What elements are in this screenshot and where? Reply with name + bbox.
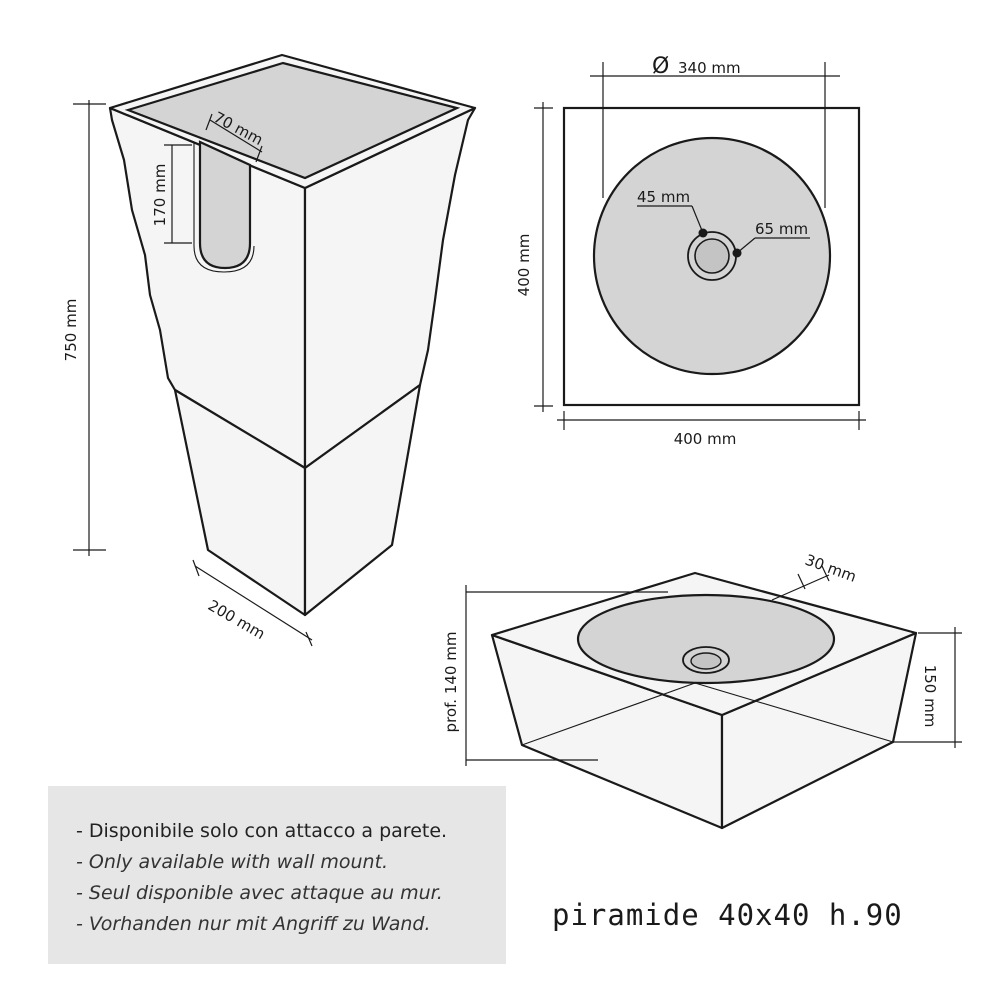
pedestal-view: 750 mm 170 mm 70 mm 200 mm [62,53,477,647]
dim-drain-large: 65 mm [755,220,808,238]
dim-basin-height: 150 mm [921,665,939,728]
diameter-symbol: Ø [652,54,669,79]
dim-depth: prof. 140 mm [442,632,460,733]
pedestal-lower-right [303,383,422,617]
note-italian: - Disponibile solo con attacco a parete. [76,820,448,842]
dim-top-width: 400 mm [674,430,737,448]
model-name: piramide 40x40 h.90 [552,898,903,932]
dim-bowl-diameter: 340 mm [678,59,741,77]
basin-view: 30 mm prof. 140 mm 150 mm [442,551,962,830]
notes-box: - Disponibile solo con attacco a parete.… [48,786,506,964]
dim-base-side: 200 mm [205,596,268,643]
dim-drain-small: 45 mm [637,188,690,206]
dim-height-total: 750 mm [62,299,80,362]
basin-bowl [576,593,836,685]
note-english: - Only available with wall mount. [76,851,389,873]
pedestal-top-basin [124,61,461,180]
dim-rim: 30 mm [803,551,859,586]
pedestal-wall-slot [198,140,252,270]
note-german: - Vorhanden nur mit Angriff zu Wand. [76,913,431,935]
drain-inner [694,238,730,274]
dim-slot-depth: 170 mm [151,164,169,227]
top-view: Ø 340 mm 45 mm 65 mm 400 mm 400 mm [515,54,866,448]
dim-top-height: 400 mm [515,234,533,297]
note-french: - Seul disponible avec attaque au mur. [76,882,443,904]
